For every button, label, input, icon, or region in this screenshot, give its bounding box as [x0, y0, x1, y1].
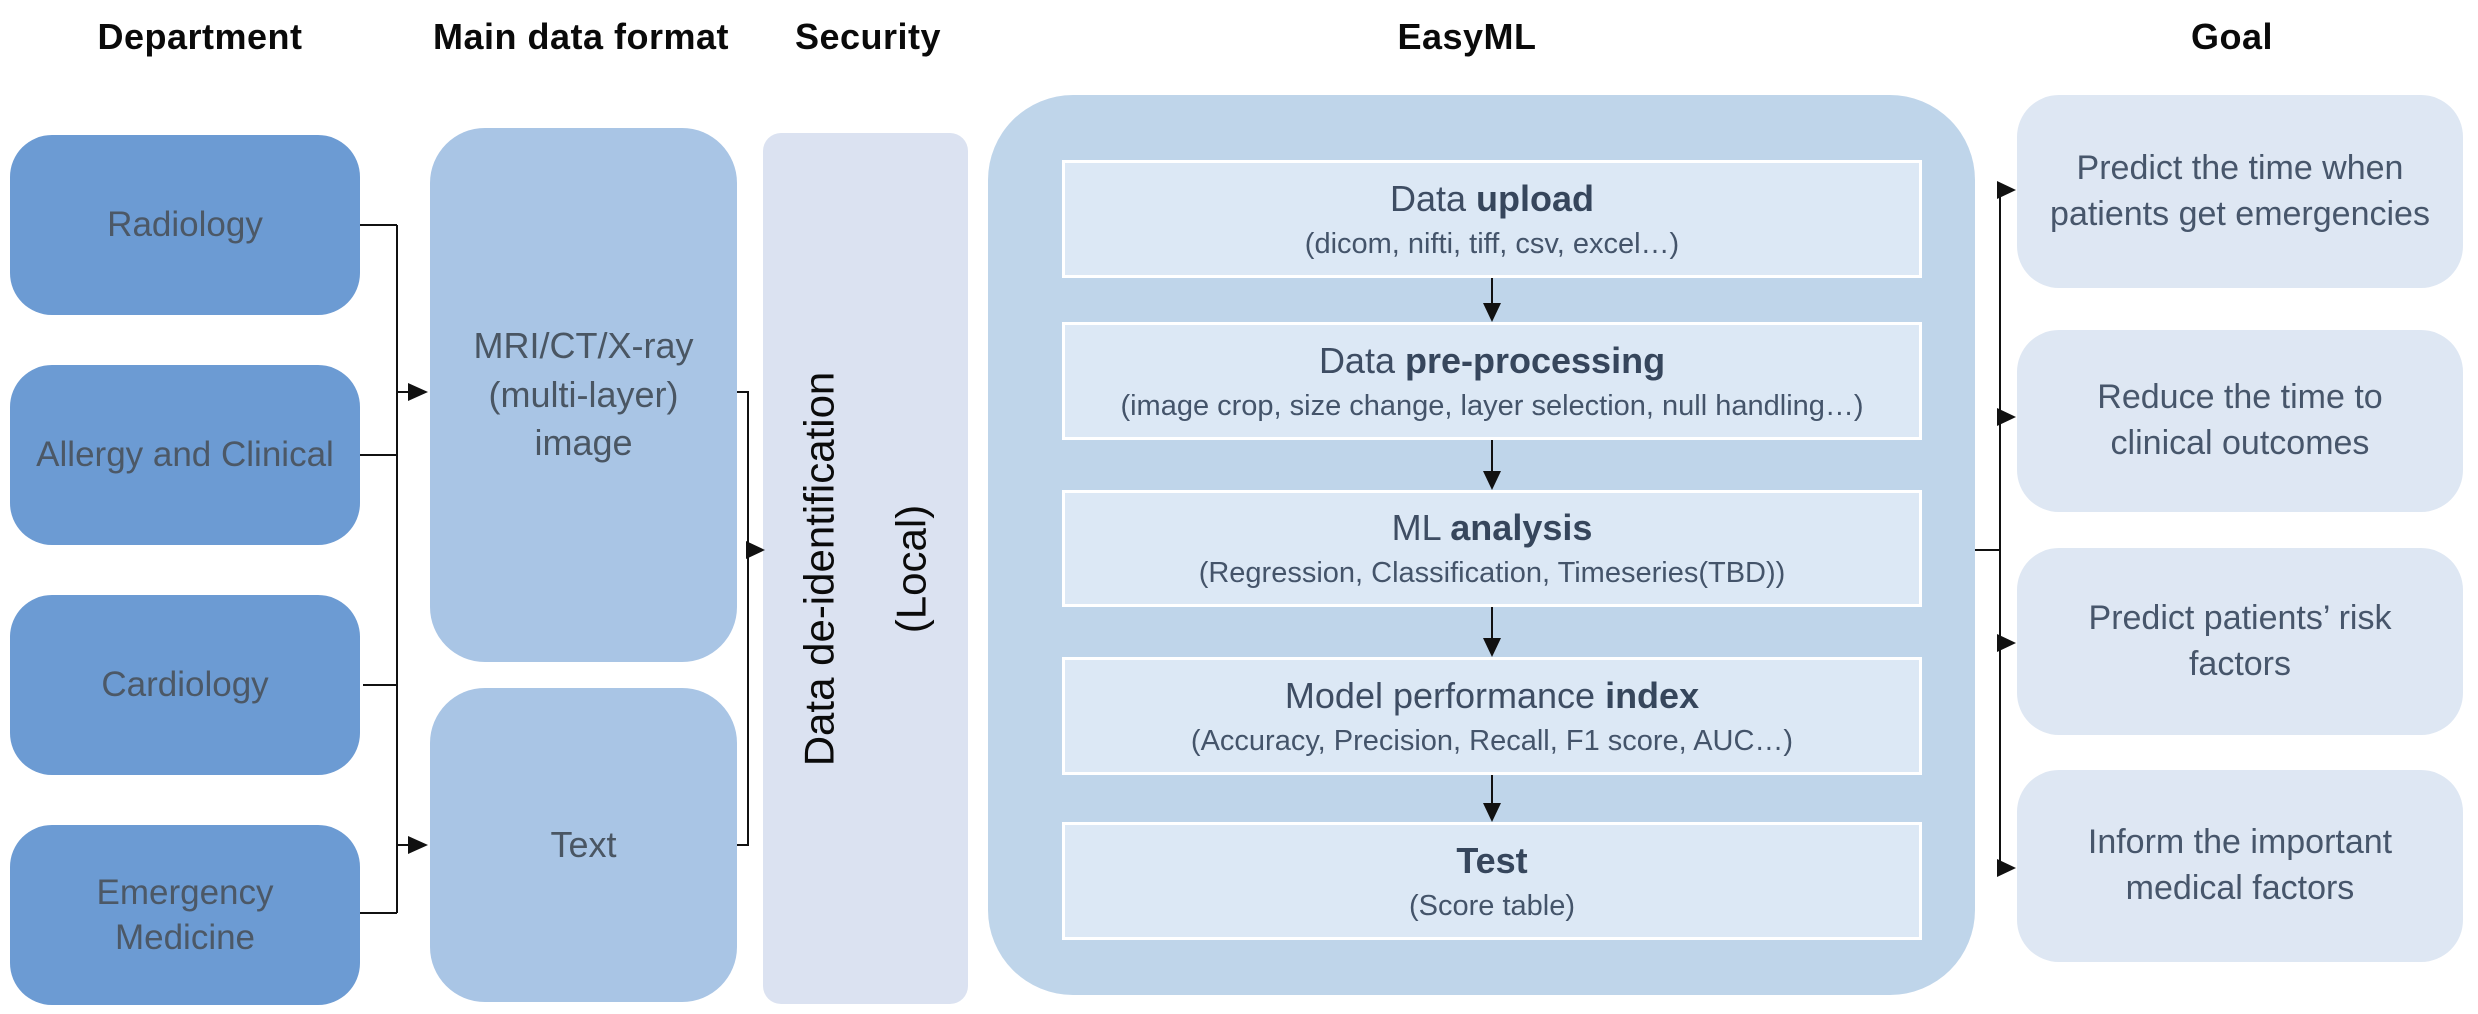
- arrowhead-to-goal-1: [1997, 181, 2016, 199]
- department-label: Allergy and Clinical: [36, 435, 334, 475]
- format-label-image: MRI/CT/X-ray (multi-layer) image: [473, 325, 694, 464]
- security-label-line2: (Local): [887, 504, 935, 633]
- easyml-step-test: Test (Score table): [1062, 822, 1922, 940]
- easyml-step-data-upload: Data upload (dicom, nifti, tiff, csv, ex…: [1062, 160, 1922, 278]
- goal-box-inform-medical-factors: Inform the important medical factors: [2017, 770, 2463, 962]
- format-box-image: MRI/CT/X-ray (multi-layer) image: [430, 128, 737, 662]
- step-title: Model performance index: [1284, 674, 1700, 716]
- arrowhead-to-text-box: [408, 836, 428, 854]
- arrowhead-to-image-box: [408, 383, 428, 401]
- header-security: Security: [794, 16, 942, 57]
- goal-box-predict-risk-factors: Predict patients’ risk factors: [2017, 548, 2463, 735]
- connector-formats-to-security: [737, 391, 765, 846]
- easyml-step-performance-index: Model performance index (Accuracy, Preci…: [1062, 657, 1922, 775]
- department-box-cardiology: Cardiology: [10, 595, 360, 775]
- security-label-line1: Data de-identification: [795, 371, 843, 766]
- goal-label: Predict the time when patients get emerg…: [2050, 148, 2430, 233]
- format-box-text: Text: [430, 688, 737, 1002]
- step-subtitle: (image crop, size change, layer selectio…: [1120, 389, 1864, 422]
- step-title: ML analysis: [1391, 507, 1593, 548]
- header-goal: Goal: [2190, 16, 2273, 57]
- easyml-step-preprocessing: Data pre-processing (image crop, size ch…: [1062, 322, 1922, 440]
- goal-box-reduce-time: Reduce the time to clinical outcomes: [2017, 330, 2463, 512]
- arrowhead-to-goal-3: [1997, 634, 2016, 652]
- department-box-emergency-medicine: Emergency Medicine: [10, 825, 360, 1005]
- goal-box-predict-emergency-time: Predict the time when patients get emerg…: [2017, 95, 2463, 288]
- header-easyml: EasyML: [1397, 16, 1537, 57]
- step-subtitle: (Accuracy, Precision, Recall, F1 score, …: [1190, 724, 1794, 757]
- step-subtitle: (Regression, Classification, Timeseries(…: [1198, 557, 1786, 589]
- header-department: Department: [97, 16, 303, 57]
- department-label: Cardiology: [101, 665, 269, 705]
- header-main-data-format: Main data format: [432, 16, 730, 57]
- step-subtitle: (dicom, nifti, tiff, csv, excel…): [1304, 227, 1680, 260]
- connector-easyml-to-goals: [1975, 181, 2016, 877]
- step-title: Data pre-processing: [1318, 339, 1666, 381]
- security-box: Data de-identification (Local): [763, 133, 968, 1004]
- goal-label: Predict patients’ risk factors: [2088, 598, 2392, 683]
- arrowhead-to-goal-4: [1997, 859, 2016, 877]
- department-box-allergy-clinical: Allergy and Clinical: [10, 365, 360, 545]
- step-subtitle: (Score table): [1408, 889, 1575, 922]
- step-title: Data upload: [1389, 177, 1595, 219]
- connector-departments-to-formats: [360, 224, 428, 914]
- goal-label: Inform the important medical factors: [2087, 823, 2393, 907]
- format-label-text: Text: [550, 823, 617, 865]
- arrowhead-to-goal-2: [1997, 408, 2016, 426]
- department-label: Emergency Medicine: [96, 872, 274, 958]
- easyml-step-ml-analysis: ML analysis (Regression, Classification,…: [1062, 490, 1922, 607]
- step-title: Test: [1456, 839, 1528, 881]
- goal-label: Reduce the time to clinical outcomes: [2097, 378, 2383, 462]
- department-label: Radiology: [107, 205, 263, 245]
- department-box-radiology: Radiology: [10, 135, 360, 315]
- security-label: Data de-identification (Local): [774, 371, 958, 766]
